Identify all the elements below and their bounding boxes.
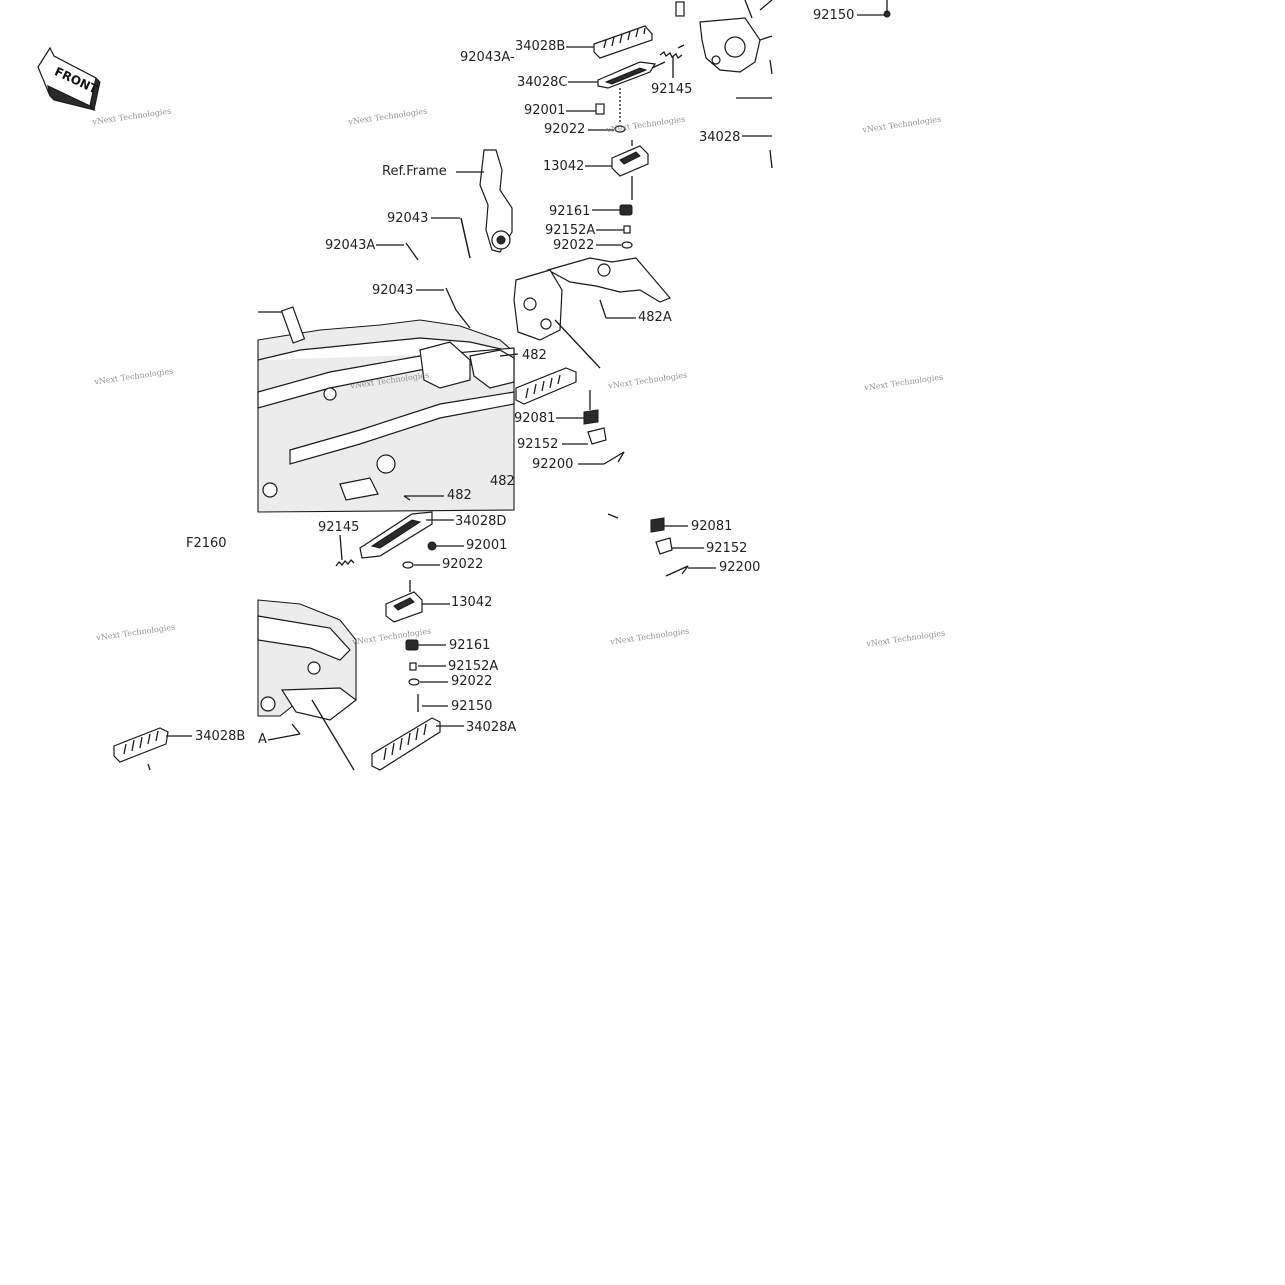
part-label-92152a: 92152A: [448, 659, 499, 674]
spring-92145-lower: [335, 534, 355, 567]
footpeg-34028a: [371, 717, 464, 771]
part-label-92145: 92145: [318, 520, 360, 535]
part-label-92043: 92043: [372, 283, 414, 298]
part-label-34028d: 34028D: [455, 514, 507, 529]
part-label-92152: 92152: [517, 437, 559, 452]
collar-92152a-upper: [596, 225, 631, 234]
clip-92152-lower: [655, 537, 704, 555]
footpeg-34028b-upper: [566, 25, 653, 59]
part-label-92152a: 92152A: [545, 223, 596, 238]
spring-92081-lower: [650, 517, 688, 533]
part-label-92022: 92022: [442, 557, 484, 572]
washer-92022-a: [588, 88, 626, 133]
washer-92022-b: [596, 241, 633, 249]
part-label-92043a: 92043A: [325, 238, 376, 253]
bolt-92001-lower: [427, 541, 464, 551]
part-label-92001: 92001: [466, 538, 508, 553]
bush-92161-upper: [592, 204, 633, 216]
bush-92161-lower: [405, 639, 446, 651]
part-label-92200: 92200: [532, 457, 574, 472]
part-label-34028b: 34028B: [195, 729, 246, 744]
frame-lower-section: [257, 599, 357, 771]
part-label-13042: 13042: [451, 595, 493, 610]
footpeg-mid: [515, 367, 577, 405]
upper-bracket-assembly: [675, 0, 891, 169]
part-label-34028c: 34028C: [517, 75, 568, 90]
part-label-92022: 92022: [451, 674, 493, 689]
part-label-34028: 34028: [699, 130, 741, 145]
part-label-34028b: 34028B: [515, 39, 566, 54]
part-label-92145: 92145: [651, 82, 693, 97]
part-label-92161: 92161: [449, 638, 491, 653]
clip-92152-mid: [562, 427, 607, 445]
part-label-482: 482: [490, 474, 515, 489]
collar-92152a-lower: [409, 662, 446, 671]
part-label-92022: 92022: [553, 238, 595, 253]
bolt-92001-upper: [566, 103, 605, 115]
part-label-13042: 13042: [543, 159, 585, 174]
washer-92022-c: [402, 561, 440, 569]
part-label-ref-frame: Ref.Frame: [382, 164, 447, 179]
footpeg-34028b-lower: [113, 727, 192, 771]
part-label-482: 482: [447, 488, 472, 503]
pin-92043-lower: [416, 287, 471, 329]
part-label-92081: 92081: [691, 519, 733, 534]
part-label-92150: 92150: [813, 8, 855, 23]
part-label-a: A: [258, 732, 267, 747]
part-label-92150: 92150: [451, 699, 493, 714]
washer-92022-d: [408, 678, 448, 686]
part-label-92152: 92152: [706, 541, 748, 556]
pin-92200-mid: [578, 451, 625, 465]
part-label-92022: 92022: [544, 122, 586, 137]
bracket-34028c: [568, 61, 666, 89]
bolt-92150-lower: [417, 694, 448, 712]
spring-92145-upper: [659, 44, 685, 78]
ref-frame-bracket: [456, 149, 513, 253]
part-label-92001: 92001: [524, 103, 566, 118]
pin-92200-lower: [665, 565, 716, 577]
part-label-482a: 482A: [638, 310, 672, 325]
frame-mid-section: [257, 306, 519, 513]
part-label-92043: 92043: [387, 211, 429, 226]
pin-92043a: [376, 242, 419, 261]
pin-92043-upper: [431, 217, 471, 259]
part-label-92081: 92081: [514, 411, 556, 426]
part-label-482: 482: [522, 348, 547, 363]
part-label-92200: 92200: [719, 560, 761, 575]
part-label-34028a: 34028A: [466, 720, 517, 735]
block-13042-lower: [385, 580, 450, 623]
block-13042-upper: [585, 140, 649, 200]
bracket-482a: [513, 257, 671, 369]
part-label-f2160: F2160: [186, 536, 227, 551]
spring-92081-mid: [556, 390, 599, 425]
part-label-92043a-: 92043A-: [460, 50, 515, 65]
front-arrow-sign: FRONT: [37, 46, 101, 112]
bracket-34028d: [359, 511, 454, 559]
part-label-92161: 92161: [549, 204, 591, 219]
